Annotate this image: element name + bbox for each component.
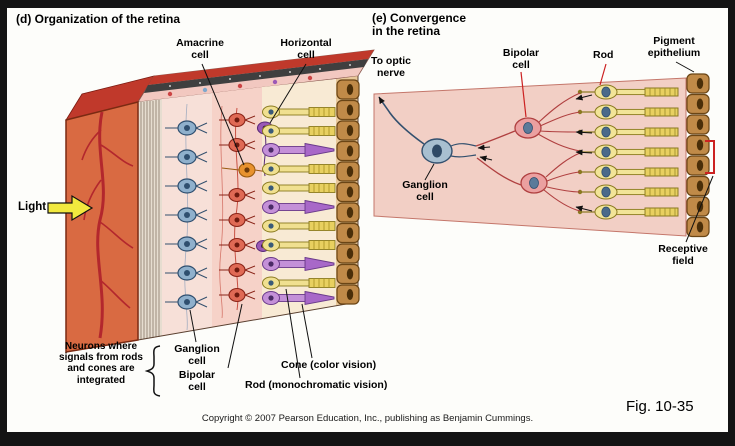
light-arrow-icon	[47, 194, 94, 222]
label-bipolar-cell-d: Bipolar cell	[178, 369, 216, 393]
label-pigment-epithelium: Pigment epithelium	[647, 35, 701, 59]
label-amacrine-cell: Amacrine cell	[176, 37, 224, 61]
panel-d-pointer-lines	[189, 63, 313, 379]
panel-e-title: (e) Convergence in the retina	[372, 11, 467, 39]
label-ganglion-cell-d: Ganglion cell	[174, 343, 220, 367]
panel-e-pointer-lines	[424, 61, 715, 243]
copyright-text: Copyright © 2007 Pearson Education, Inc.…	[201, 413, 534, 424]
neurons-brace	[144, 345, 161, 397]
ganglion-cell-art	[378, 96, 477, 164]
panel-d-art	[47, 49, 375, 397]
label-ganglion-cell-e: Ganglion cell	[402, 179, 448, 203]
signal-arrows	[477, 94, 593, 212]
label-horizontal-cell: Horizontal cell	[280, 37, 332, 61]
label-rod-d: Rod (monochromatic vision)	[245, 379, 388, 391]
amacrine-cell-art	[221, 162, 269, 178]
label-to-optic-nerve: To optic nerve	[370, 55, 412, 79]
panel-e-art	[373, 61, 715, 243]
label-rod-e: Rod	[593, 49, 614, 61]
figure-number: Fig. 10-35	[626, 398, 694, 415]
label-neurons-integrated: Neurons where signals from rods and cone…	[59, 341, 143, 386]
label-bipolar-cell-e: Bipolar cell	[502, 47, 540, 71]
receptive-field-bracket	[705, 140, 715, 174]
label-light: Light	[18, 201, 47, 213]
label-receptive-field: Receptive field	[658, 243, 708, 267]
label-cone: Cone (color vision)	[281, 359, 377, 371]
panel-d-title: (d) Organization of the retina	[16, 12, 180, 26]
